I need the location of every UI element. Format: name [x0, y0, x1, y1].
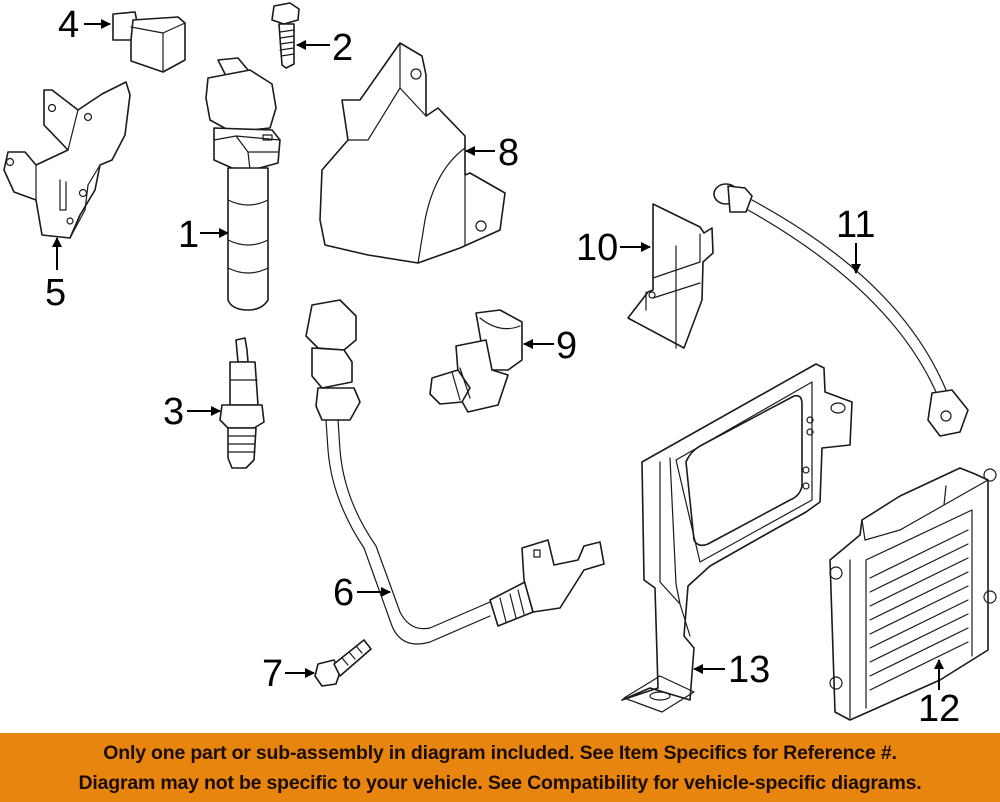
part-3-spark-plug[interactable] — [219, 337, 265, 469]
callout-8: 8 — [498, 132, 519, 174]
callout-9: 9 — [556, 325, 577, 367]
callout-5: 5 — [45, 272, 66, 314]
callout-2: 2 — [332, 27, 353, 69]
callout-6: 6 — [333, 572, 354, 614]
part-6-crankshaft-sensor[interactable] — [305, 299, 605, 645]
part-12-ecm[interactable] — [829, 467, 997, 721]
part-7-bolt[interactable] — [314, 639, 372, 687]
parts-diagram: 4 2 5 1 8 3 9 10 11 6 7 13 12 — [3, 2, 997, 730]
part-9-cam-sensor[interactable] — [429, 309, 523, 413]
part-10-bracket[interactable] — [627, 203, 714, 349]
part-13-ecm-bracket[interactable] — [621, 363, 853, 713]
disclaimer-banner: Only one part or sub-assembly in diagram… — [0, 733, 1000, 802]
leader-lines — [52, 19, 944, 690]
callout-12: 12 — [918, 688, 960, 730]
callout-10: 10 — [576, 227, 618, 269]
callout-labels: 4 2 5 1 8 3 9 10 11 6 7 13 12 — [45, 4, 960, 730]
part-1-ignition-coil[interactable] — [205, 57, 281, 311]
part-5-bracket[interactable] — [3, 81, 131, 239]
part-11-knock-sensor[interactable] — [713, 183, 969, 437]
part-8-heat-shield[interactable] — [319, 42, 506, 264]
disclaimer-line-1: Only one part or sub-assembly in diagram… — [103, 741, 897, 764]
callout-4: 4 — [58, 4, 79, 46]
callout-3: 3 — [163, 391, 184, 433]
callout-11: 11 — [836, 204, 875, 246]
callout-1: 1 — [178, 214, 199, 256]
part-4-relay[interactable] — [112, 11, 186, 73]
disclaimer-line-2: Diagram may not be specific to your vehi… — [78, 771, 922, 794]
callout-7: 7 — [262, 653, 283, 695]
part-2-bolt[interactable] — [271, 2, 300, 69]
callout-13: 13 — [728, 649, 770, 691]
